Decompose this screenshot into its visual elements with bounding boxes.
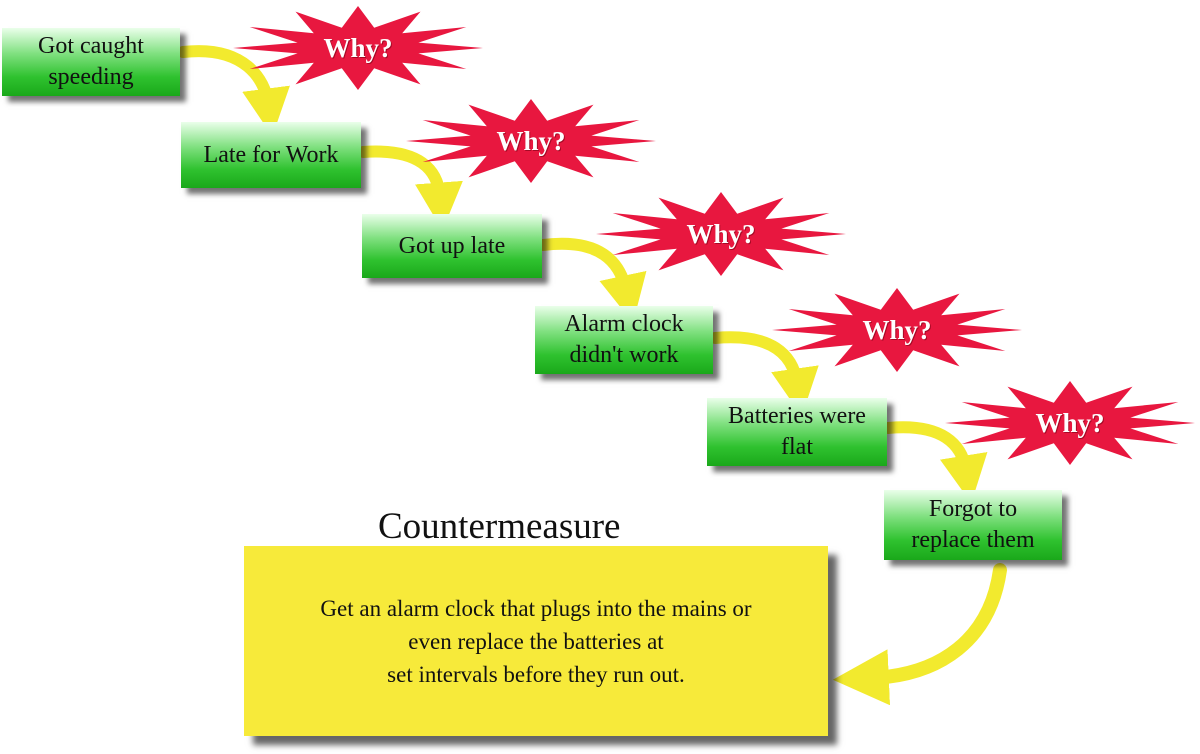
why-label-5: Why? [1035,407,1105,438]
countermeasure-text: Get an alarm clock that plugs into the m… [320,595,752,687]
why-label-4: Why? [862,314,932,345]
why-label-3: Why? [686,218,756,249]
step-late-for-work: Late for Work [181,122,361,188]
why-label-2: Why? [496,125,566,156]
why-burst-3 [596,192,846,276]
step-got-caught-speeding: Got caught speeding [2,28,180,96]
arrow-to-countermeasure [832,563,1007,706]
arrow-2 [357,145,463,231]
arrow-1 [177,45,290,137]
countermeasure-box: Get an alarm clock that plugs into the m… [244,546,828,736]
step-alarm-clock-didnt-work: Alarm clock didn't work [535,306,713,374]
arrow-4 [709,331,819,417]
arrow-5 [882,421,988,504]
countermeasure-title: Countermeasure [378,506,621,547]
why-burst-5 [945,381,1195,465]
why-label-1: Why? [323,32,393,63]
why-burst-1 [233,6,483,90]
why-burst-4 [772,288,1022,372]
arrow-3 [537,237,647,323]
step-got-up-late: Got up late [362,214,542,278]
step-forgot-to-replace-them: Forgot to replace them [884,490,1062,560]
why-burst-2 [406,99,656,183]
step-batteries-were-flat: Batteries were flat [707,398,887,466]
